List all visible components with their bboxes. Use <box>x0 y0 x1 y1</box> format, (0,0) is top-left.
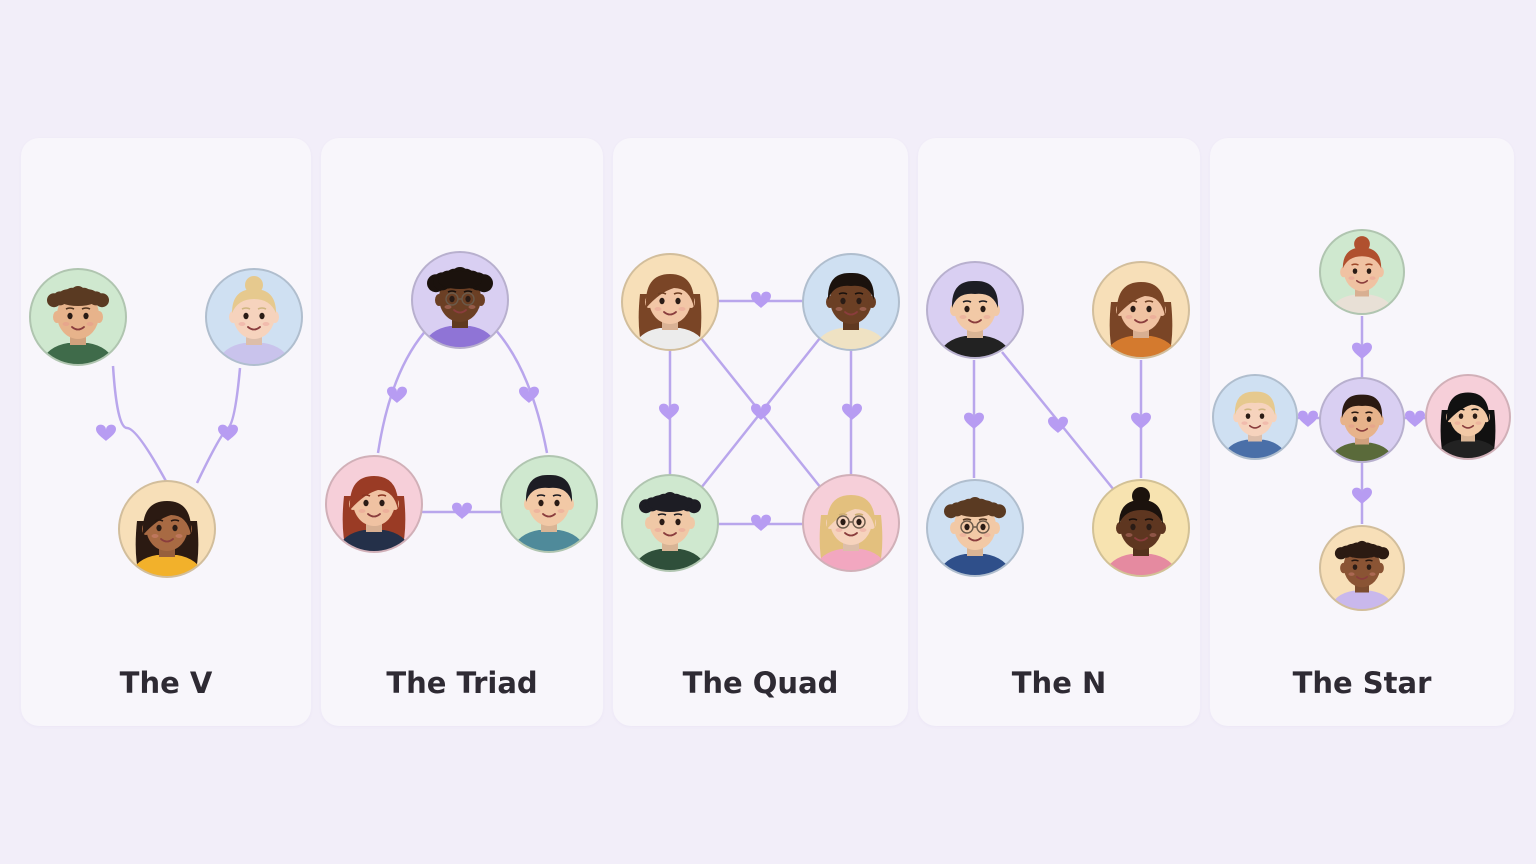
heart-icon <box>452 502 472 519</box>
heart-icon <box>1298 410 1318 427</box>
heart-icon <box>96 424 116 441</box>
heart-icon <box>659 403 679 420</box>
heart-icon <box>519 386 539 403</box>
diagram-the-star <box>1212 229 1511 611</box>
person-avatar <box>1212 374 1298 460</box>
person-avatar <box>1425 374 1511 460</box>
person-avatar <box>325 455 423 553</box>
diagram-the-quad <box>621 253 900 572</box>
edge <box>1001 351 1115 491</box>
person-avatar <box>621 474 719 572</box>
heart-icon <box>842 403 862 420</box>
diagram-the-triad <box>325 251 598 553</box>
diagram-the-v <box>29 268 303 578</box>
edge <box>492 326 549 454</box>
person-avatar <box>1319 377 1405 463</box>
heart-icon <box>751 403 771 420</box>
person-avatar <box>205 268 303 366</box>
card-title: The V <box>119 666 213 700</box>
heart-icon <box>1352 342 1372 359</box>
card-the-quad: The Quad <box>613 138 908 726</box>
person-avatar <box>500 455 598 553</box>
heart-icon <box>1405 410 1425 427</box>
heart-icon <box>218 424 238 441</box>
person-avatar <box>1092 479 1190 577</box>
person-avatar <box>926 261 1024 359</box>
heart-icon <box>751 514 771 531</box>
edge <box>376 326 430 454</box>
card-the-n: The N <box>918 138 1200 726</box>
card-the-star: The Star <box>1210 138 1514 726</box>
heart-icon <box>1131 412 1151 429</box>
card-title: The Triad <box>386 666 538 700</box>
heart-icon <box>1352 487 1372 504</box>
person-avatar <box>802 474 900 572</box>
heart-icon <box>387 386 407 403</box>
diagram-the-n <box>926 261 1190 577</box>
heart-icon <box>1048 416 1068 433</box>
person-avatar <box>926 479 1024 577</box>
person-avatar <box>1319 229 1405 315</box>
person-avatar <box>1092 261 1190 359</box>
card-title: The Quad <box>682 666 839 700</box>
edge <box>111 365 169 484</box>
card-title: The N <box>1011 666 1107 700</box>
person-avatar <box>411 251 509 349</box>
heart-icon <box>964 412 984 429</box>
person-avatar <box>621 253 719 351</box>
person-avatar <box>1319 525 1405 611</box>
card-title: The Star <box>1292 666 1432 700</box>
heart-icon <box>751 291 771 308</box>
person-avatar <box>118 480 216 578</box>
card-the-triad: The Triad <box>321 138 603 726</box>
person-avatar <box>802 253 900 351</box>
person-avatar <box>29 268 127 366</box>
edge <box>195 367 242 484</box>
card-the-v: The V <box>21 138 311 726</box>
